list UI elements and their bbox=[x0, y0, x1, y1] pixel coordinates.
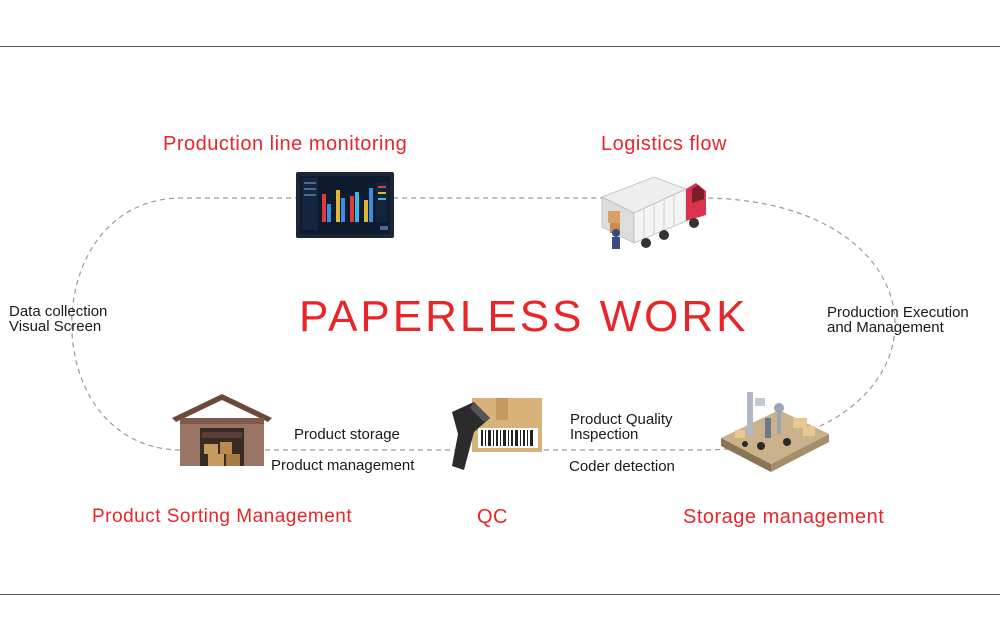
link-label-product-management: Product management bbox=[271, 457, 415, 474]
node-label-storage: Storage management bbox=[683, 506, 885, 528]
quality-line1: Product Quality bbox=[570, 411, 673, 428]
node-label-logistics: Logistics flow bbox=[601, 133, 727, 155]
node-label-production-line: Production line monitoring bbox=[163, 133, 408, 155]
link-label-coder-detection: Coder detection bbox=[569, 458, 675, 475]
bottom-divider bbox=[0, 594, 1000, 595]
barcode-scanner-icon bbox=[452, 398, 542, 470]
node-label-sorting: Product Sorting Management bbox=[92, 506, 353, 527]
quality-line2: Inspection bbox=[570, 426, 639, 443]
side-right-line2: and Management bbox=[827, 319, 944, 336]
warehouse-icon bbox=[172, 394, 272, 466]
side-label-left: Data collection Visual Screen bbox=[9, 304, 107, 334]
side-left-line2: Visual Screen bbox=[9, 318, 102, 335]
side-right-line1: Production Execution bbox=[827, 304, 969, 321]
robot-warehouse-icon bbox=[721, 392, 829, 472]
monitor-dashboard-icon bbox=[296, 172, 394, 238]
diagram-title: PAPERLESS WORK bbox=[299, 292, 749, 341]
truck-icon bbox=[601, 176, 706, 249]
side-label-right: Production Execution and Management bbox=[827, 305, 969, 335]
top-divider bbox=[0, 46, 1000, 47]
link-label-quality-inspection: Product Quality Inspection bbox=[570, 412, 673, 442]
node-label-qc: QC bbox=[477, 506, 508, 528]
side-left-line1: Data collection bbox=[9, 303, 108, 320]
link-label-product-storage: Product storage bbox=[294, 426, 400, 443]
